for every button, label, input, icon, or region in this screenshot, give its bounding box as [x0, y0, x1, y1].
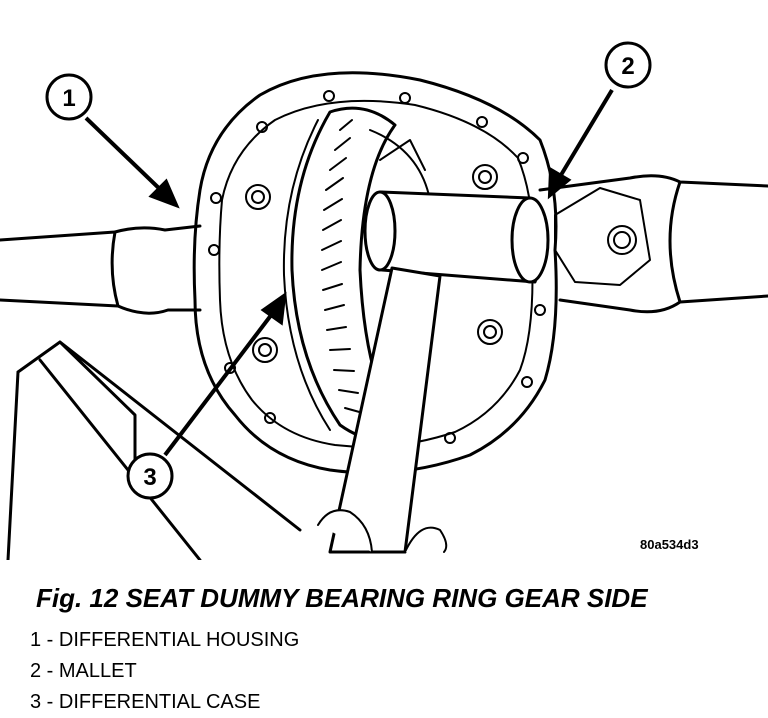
callout-1: 1	[45, 73, 93, 121]
right-axle-tube	[538, 174, 768, 314]
figure-reference-code: 80a534d3	[640, 537, 699, 552]
legend: 1 - DIFFERENTIAL HOUSING 2 - MALLET 3 - …	[30, 625, 299, 718]
callout-1-number: 1	[62, 85, 75, 112]
legend-item: 1 - DIFFERENTIAL HOUSING	[30, 629, 300, 651]
legend-item: 2 - MALLET	[30, 660, 137, 682]
callout-3-leader	[163, 308, 277, 457]
stand-outline	[6, 340, 302, 560]
hand	[317, 509, 448, 553]
callout-2-number: 2	[621, 53, 634, 80]
figure-caption: Fig. 12 SEAT DUMMY BEARING RING GEAR SID…	[36, 583, 648, 613]
callout-2-leader	[556, 88, 614, 182]
legend-item: 3 - DIFFERENTIAL CASE	[30, 691, 261, 713]
differential-illustration: 1 2 3	[0, 41, 768, 560]
left-axle-tube	[0, 224, 202, 315]
callout-3-number: 3	[143, 464, 156, 491]
mallet	[328, 190, 550, 554]
callout-3: 3	[126, 452, 174, 500]
axle-bracket	[554, 187, 651, 286]
callout-2: 2	[604, 41, 652, 89]
callout-1-leader	[84, 116, 168, 197]
